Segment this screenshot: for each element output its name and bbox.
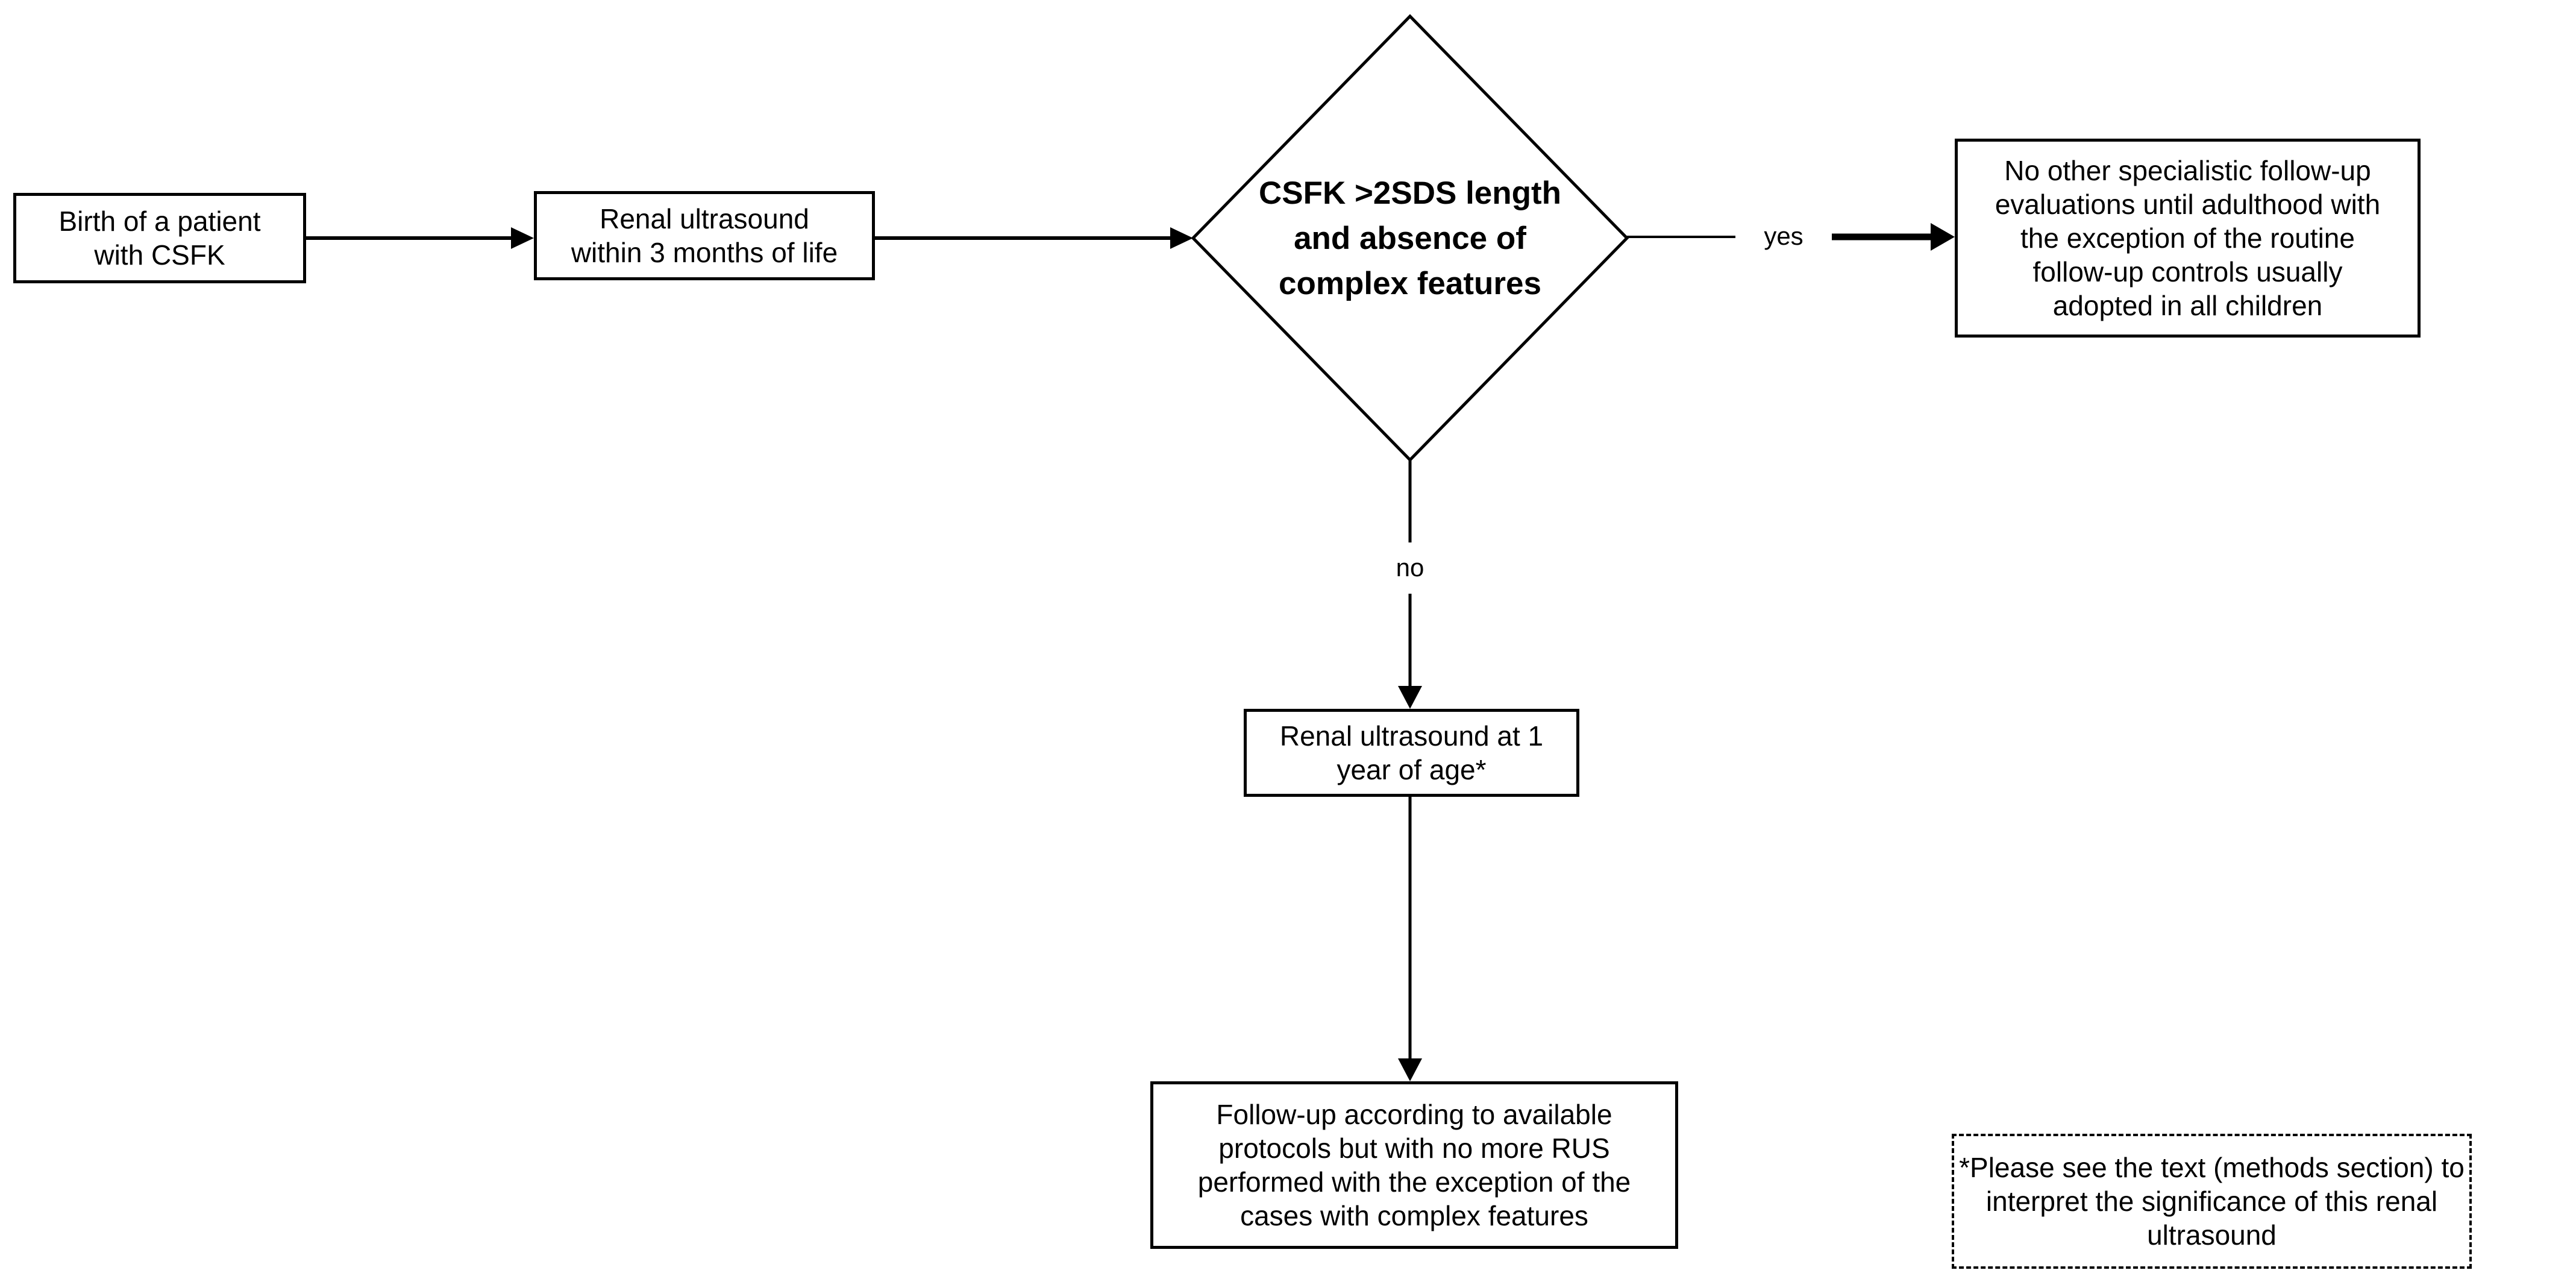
edge-yes-arrowhead	[1931, 223, 1955, 251]
yes-edge-label: yes	[1735, 218, 1832, 254]
followup-protocols-node-label: Follow-up according to available protoco…	[1197, 1099, 1631, 1231]
decision-diamond: CSFK >2SDS length and absence of complex…	[1229, 163, 1591, 313]
edge-no-arrowhead	[1398, 686, 1422, 709]
edge-start-to-rus3m-arrowhead	[511, 227, 534, 249]
followup-protocols-node: Follow-up according to available protoco…	[1150, 1081, 1678, 1249]
footnote-box-label: *Please see the text (methods section) t…	[1959, 1152, 2465, 1251]
no-specialist-followup-node: No other specialistic follow-up evaluati…	[1955, 139, 2421, 338]
edge-rus3m-to-decision-arrowhead	[1170, 227, 1193, 249]
start-node: Birth of a patient with CSFK	[13, 193, 306, 283]
footnote-box: *Please see the text (methods section) t…	[1952, 1134, 2472, 1269]
rus-3-months-node-label: Renal ultrasound within 3 months of life	[571, 203, 838, 268]
no-specialist-followup-node-label: No other specialistic follow-up evaluati…	[1995, 155, 2381, 321]
rus-1-year-node-label: Renal ultrasound at 1 year of age*	[1279, 720, 1544, 785]
edge-rus1y-to-followup-arrowhead	[1398, 1058, 1422, 1081]
rus-3-months-node: Renal ultrasound within 3 months of life	[534, 191, 875, 280]
decision-diamond-label: CSFK >2SDS length and absence of complex…	[1258, 175, 1562, 301]
rus-1-year-node: Renal ultrasound at 1 year of age*	[1244, 709, 1579, 797]
no-edge-label: no	[1368, 550, 1452, 586]
start-node-label: Birth of a patient with CSFK	[58, 206, 261, 271]
